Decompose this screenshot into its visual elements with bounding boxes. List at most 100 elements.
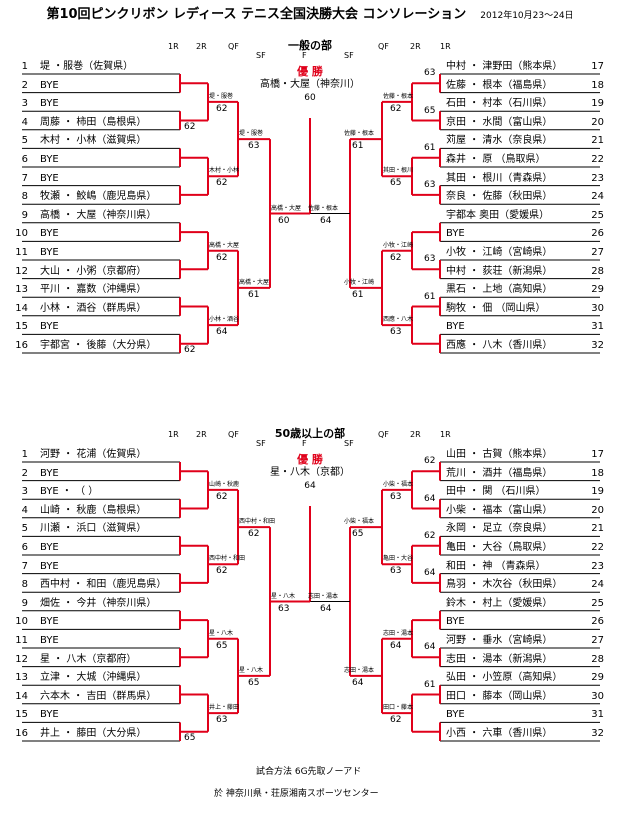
player-number: 1 [21, 61, 28, 72]
round-label-qf-right: QF [378, 42, 389, 51]
match-winner-label: 星・八木 [239, 666, 264, 674]
player-number: 6 [21, 542, 28, 553]
player-number: 26 [591, 228, 604, 240]
match-score: 64 [320, 603, 332, 614]
player-entry: 川瀬 ・ 浜口（滋賀県） [40, 523, 147, 535]
match-score: 64 [424, 567, 436, 578]
player-entry: BYE [40, 542, 59, 553]
player-number: 8 [21, 191, 28, 203]
player-entry: 鳥羽 ・ 木次谷（秋田県） [446, 579, 563, 591]
player-number: 5 [21, 523, 28, 535]
player-number: 3 [21, 98, 28, 110]
round-label-2r-left: 2R [196, 430, 207, 439]
match-winner-label: 西中村・和田 [209, 555, 246, 563]
player-entry: 平川 ・ 嘉数（沖縄県） [40, 284, 147, 296]
match-score: 61 [248, 289, 260, 300]
match-score: 63 [216, 715, 228, 726]
match-score: 65 [352, 529, 364, 540]
player-number: 22 [591, 542, 604, 553]
match-winner-label: 西中村・和田 [239, 518, 276, 526]
match-winner-label: 星・八木 [271, 592, 296, 600]
player-number: 30 [591, 302, 604, 314]
player-entry: BYE [40, 321, 59, 333]
round-label-2r-left: 2R [196, 42, 207, 51]
match-winner-label: 木村・小林 [209, 167, 240, 175]
champion-name: 高橋・大屋（神奈川） [260, 79, 360, 90]
match-score: 65 [248, 677, 260, 688]
player-entry: 荒川 ・ 酒井（福島県） [446, 467, 553, 479]
match-winner-label: 佐藤・根本 [383, 92, 414, 100]
player-entry: 牧瀬 ・ 鮫嶋（鹿児島県） [40, 191, 157, 203]
champion-label: 優 勝 [297, 453, 323, 466]
match-score: 62 [184, 344, 196, 355]
player-number: 16 [15, 728, 28, 739]
player-number: 9 [21, 597, 28, 609]
match-score: 63 [424, 179, 436, 190]
player-number: 16 [15, 340, 28, 351]
match-winner-label: 井上・藤田 [209, 704, 240, 712]
player-number: 1 [21, 449, 28, 460]
player-entry: BYE [40, 616, 59, 628]
match-score: 62 [184, 121, 196, 132]
round-label-sf-left: SF [256, 439, 266, 448]
player-entry: 小林 ・ 酒谷（群馬県） [40, 302, 147, 314]
match-winner-label: 小柴・福本 [344, 518, 375, 526]
final-score: 60 [304, 93, 316, 103]
player-entry: 鈴木 ・ 村上（愛媛県） [446, 597, 553, 609]
player-entry: BYE [446, 321, 465, 333]
player-entry: 志田 ・ 湯本（新潟県） [446, 653, 553, 665]
match-winner-label: 高橋・大屋 [271, 204, 302, 212]
player-number: 32 [591, 728, 604, 739]
player-number: 32 [591, 340, 604, 351]
match-score: 61 [424, 142, 436, 153]
match-score: 62 [248, 529, 260, 540]
player-number: 27 [591, 635, 604, 646]
player-number: 7 [21, 560, 28, 572]
player-number: 14 [15, 302, 28, 314]
match-score: 62 [390, 103, 402, 114]
player-entry: 小牧 ・ 江崎（宮崎県） [446, 247, 553, 258]
player-entry: 大山 ・ 小粥（京都府） [40, 265, 147, 277]
player-number: 9 [21, 209, 28, 221]
player-entry: BYE [446, 616, 465, 628]
match-score: 64 [390, 640, 402, 651]
player-entry: 小西 ・ 六車（香川県） [446, 728, 553, 739]
player-number: 19 [591, 486, 604, 498]
match-score: 65 [216, 640, 228, 651]
player-number: 23 [591, 172, 604, 184]
match-score: 63 [424, 68, 436, 79]
player-entry: 石田 ・ 村本（石川県） [446, 98, 553, 110]
match-method: 試合方法 6G先取ノーアド [256, 767, 362, 777]
player-number: 8 [21, 579, 28, 591]
champion-name: 星・八木（京都） [270, 467, 350, 478]
player-entry: BYE [446, 709, 465, 721]
match-score: 63 [278, 603, 290, 614]
player-number: 4 [21, 116, 28, 128]
match-score: 62 [216, 252, 228, 263]
player-number: 29 [591, 672, 604, 684]
section-title: 50歳以上の部 [274, 427, 346, 440]
round-label-sf-left: SF [256, 51, 266, 60]
player-entry: 星 ・ 八木（京都府） [40, 653, 137, 665]
match-winner-label: 星・八木 [209, 629, 234, 637]
player-entry: 周藤 ・ 柿田（島根県） [40, 116, 147, 128]
player-number: 25 [591, 209, 604, 221]
player-entry: 中村 ・ 津野田（熊本県） [446, 61, 563, 72]
match-score: 63 [248, 141, 260, 152]
round-label-sf-right: SF [344, 51, 354, 60]
player-number: 27 [591, 247, 604, 258]
player-number: 25 [591, 597, 604, 609]
player-entry: 小柴 ・ 福本（富山県） [446, 504, 553, 516]
player-number: 11 [15, 247, 28, 258]
player-entry: 西中村 ・ 和田（鹿児島県） [40, 579, 167, 591]
match-score: 61 [352, 289, 364, 300]
player-number: 24 [591, 191, 604, 203]
match-score: 64 [352, 677, 364, 688]
player-entry: 和田 ・ 神 （青森県） [446, 560, 546, 572]
match-winner-label: 其田・根川 [383, 167, 414, 175]
player-number: 30 [591, 690, 604, 702]
player-number: 21 [591, 135, 604, 147]
player-number: 4 [21, 504, 28, 516]
